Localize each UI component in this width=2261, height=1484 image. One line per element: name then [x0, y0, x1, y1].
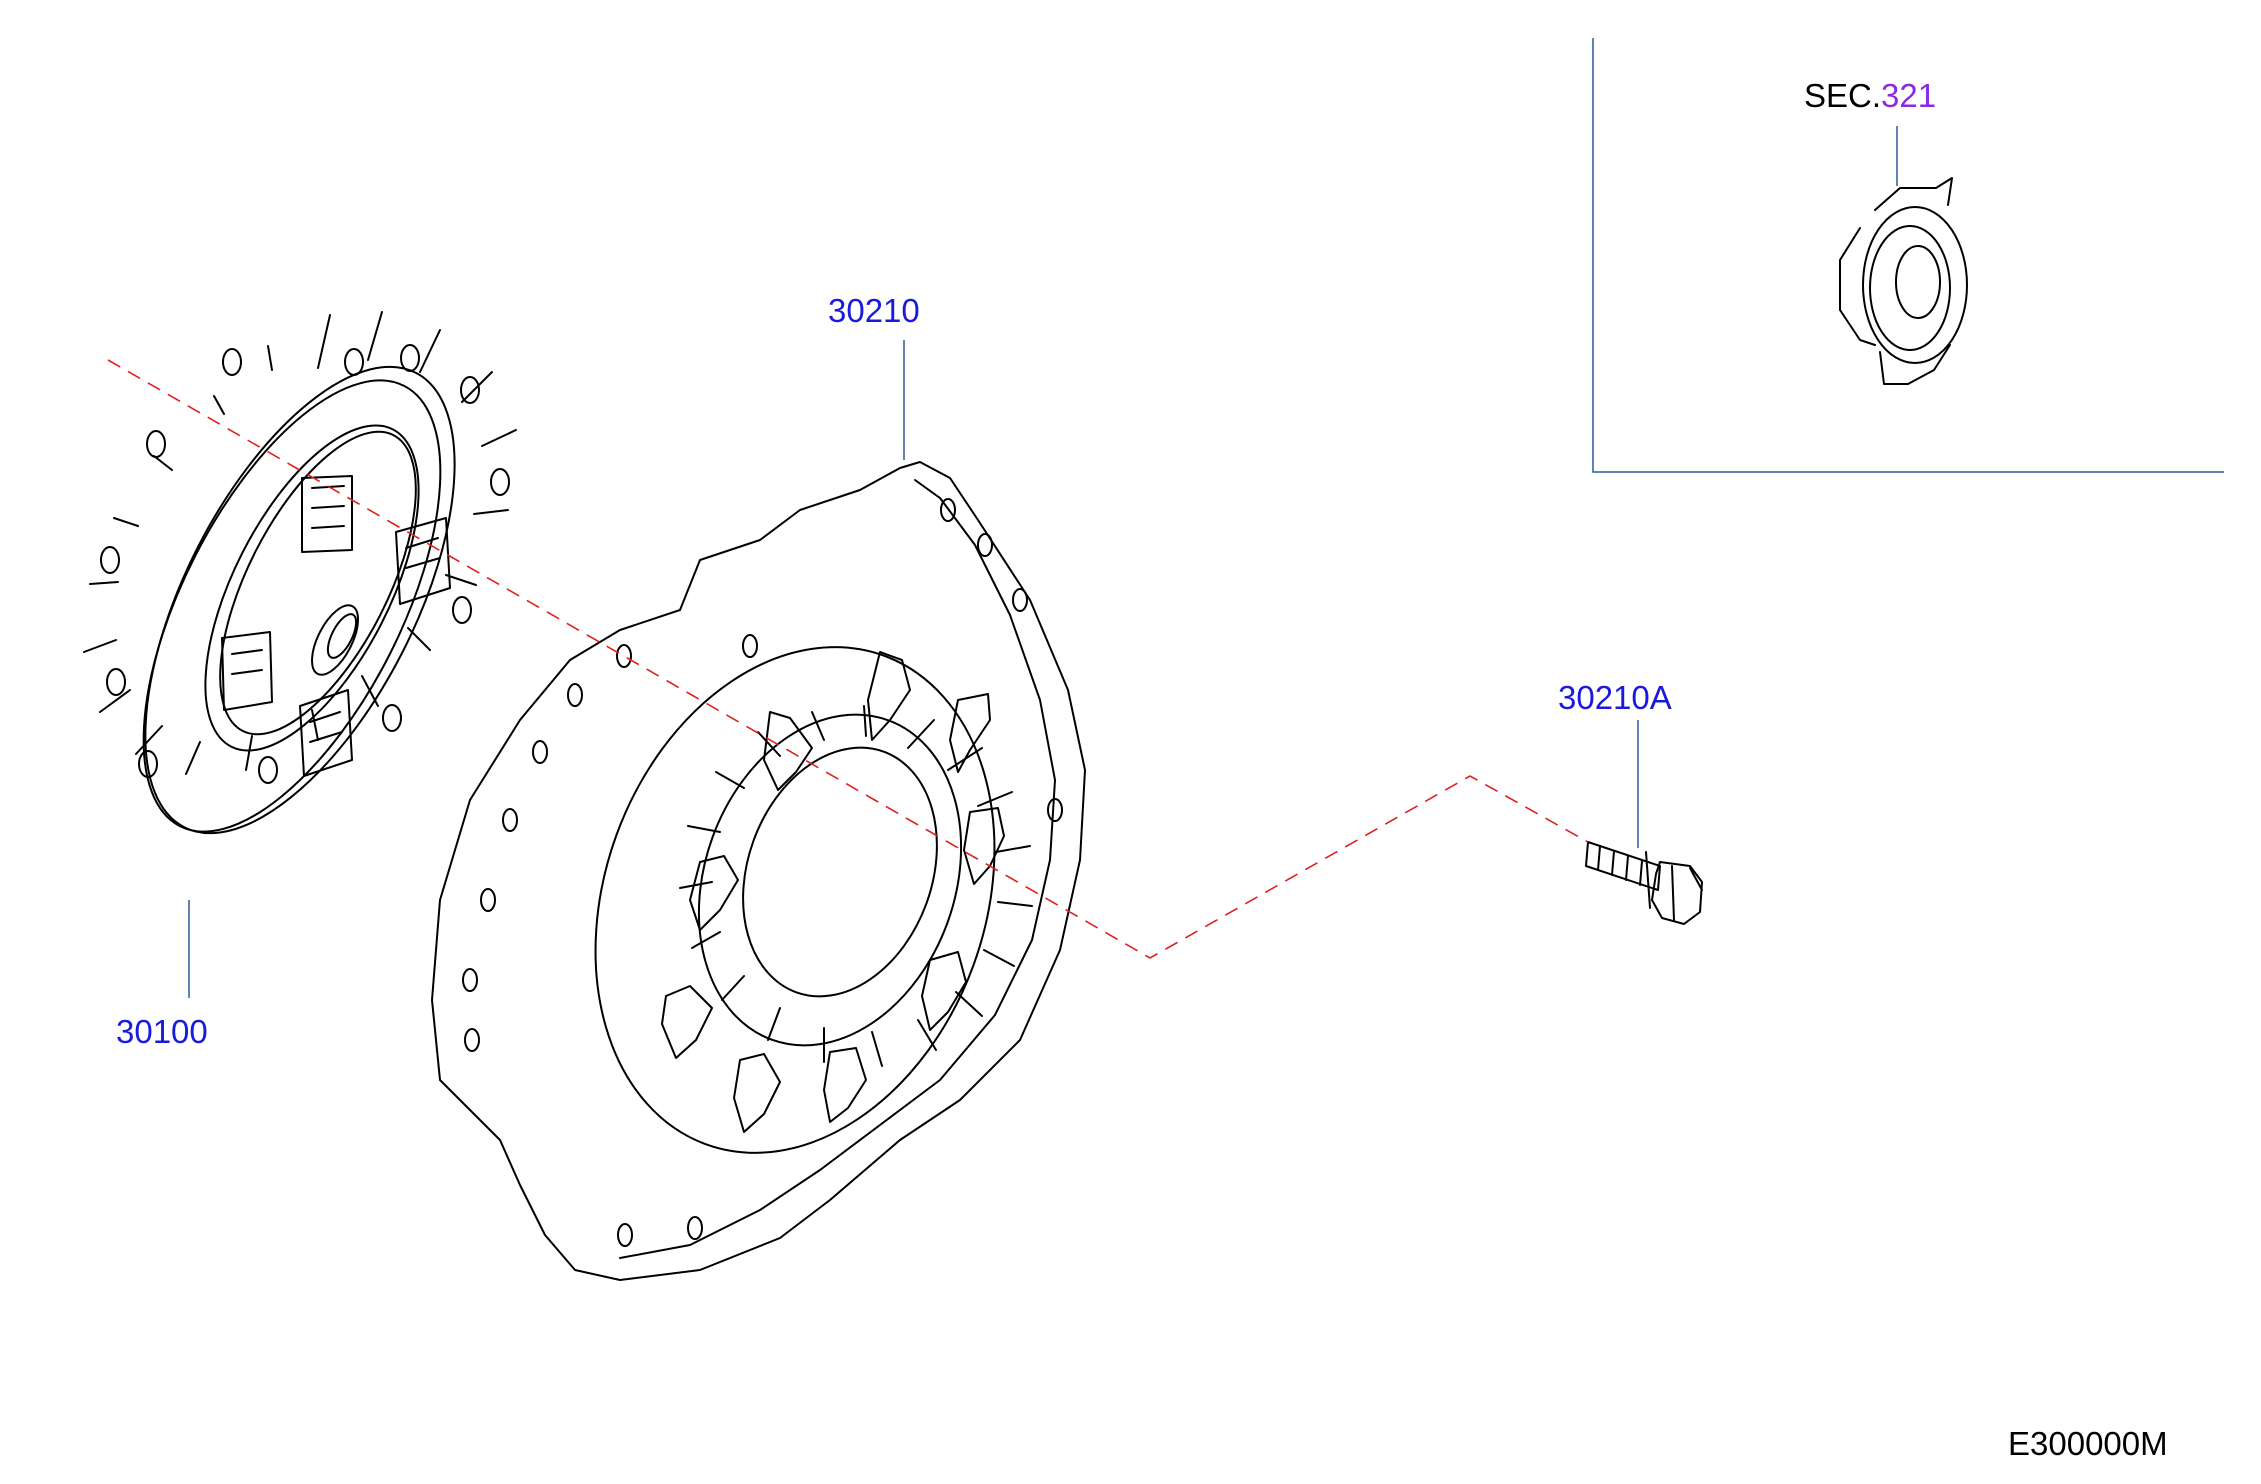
cover-bolt[interactable] [1585, 841, 1703, 925]
section-prefix: SEC. [1804, 77, 1882, 114]
section-link[interactable]: 321 [1881, 77, 1937, 114]
center-axis-line [107, 359, 1589, 959]
leader-lines [188, 38, 2224, 998]
part-number-cover-bolt[interactable]: 30210A [1558, 679, 1672, 716]
release-bearing[interactable] [1839, 177, 1968, 385]
clutch-cover[interactable] [431, 461, 1086, 1281]
part-number-clutch-cover[interactable]: 30210 [828, 292, 920, 329]
section-reference[interactable]: SEC.321 [1804, 78, 1936, 114]
inset-frame [1592, 38, 2224, 473]
part-number-clutch-disc[interactable]: 30100 [116, 1013, 208, 1050]
clutch-disc[interactable] [82, 311, 518, 879]
diagram-code: E300000M [2008, 1425, 2168, 1462]
